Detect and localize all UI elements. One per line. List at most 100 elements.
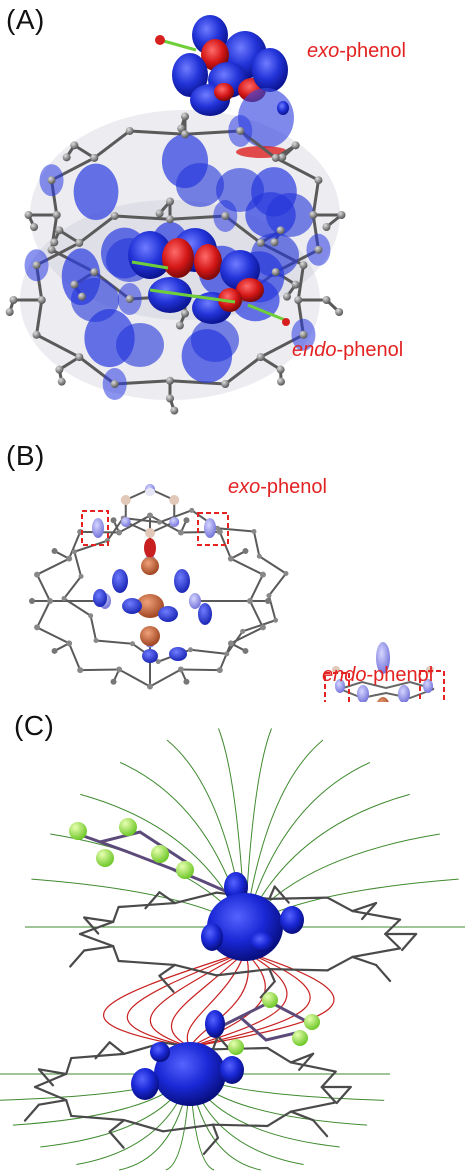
ethyl-bond (211, 1123, 220, 1139)
scaffold-bond (268, 896, 329, 900)
scaffold-bond (296, 263, 305, 302)
carbon-atom (93, 637, 99, 643)
ethyl-bond (335, 1085, 352, 1105)
carbon-atom (110, 678, 117, 685)
endo-highlight-box-left (324, 672, 350, 702)
carbon-atom (70, 280, 79, 289)
carbon-atom (322, 296, 331, 304)
scaffold-bond (223, 355, 263, 386)
carbon-atom (247, 598, 253, 604)
carbon-atom (337, 211, 346, 219)
carbon-atom (9, 296, 18, 304)
carbon-atom (270, 238, 279, 247)
field-line (170, 951, 246, 1048)
carbon-atom (240, 628, 246, 634)
scaffold-bond (158, 509, 193, 524)
carbon-atom (78, 573, 84, 579)
carbon-atom (177, 124, 186, 133)
carbon-atom (236, 126, 245, 135)
highlight-boxes (81, 510, 445, 702)
carbon-atom (62, 153, 71, 162)
endo-phenol-isosurface (128, 228, 290, 326)
scaffold-bond (267, 572, 287, 597)
carbon-atom (291, 280, 300, 289)
carbon-atom (116, 666, 123, 673)
ethyl-bond (298, 1052, 315, 1071)
scaffold-bond (36, 557, 71, 576)
panel-a-tag: (A) (6, 4, 45, 35)
carbon-atom (52, 211, 61, 219)
exo-label-prefix: exo (228, 476, 261, 498)
scaffold-bond (320, 1085, 337, 1104)
ethyl-bond (158, 963, 176, 977)
scaffold-bond (35, 333, 81, 359)
panel-c: (C) (0, 702, 468, 1171)
panel-a-molecule-graphic (5, 15, 346, 415)
carbon-atom (183, 517, 190, 524)
scaffold-bond (229, 557, 264, 576)
ethyl-bond (108, 1119, 126, 1133)
carbon-atom (75, 353, 84, 362)
phenyl-atom (120, 495, 131, 505)
scaffold-bond (36, 573, 51, 602)
scaffold-bond (118, 514, 151, 534)
carbon-atom (271, 153, 280, 162)
phenyl-atom (120, 517, 131, 527)
carbon-atom (71, 549, 77, 555)
carbon-atom (283, 570, 289, 576)
scaffold-bond (79, 668, 121, 672)
ethyl-bond (351, 901, 378, 913)
ethyl-bond (108, 1041, 126, 1055)
ethyl-bond (158, 974, 175, 993)
scaffold-bond (89, 614, 98, 642)
carbon-atom (51, 647, 58, 654)
carbon-atom (277, 377, 286, 386)
carbon-atom (294, 296, 303, 304)
panel-b-bonds (31, 488, 287, 688)
upper-copper-isosurface (201, 893, 304, 961)
scaffold-bond (128, 129, 187, 136)
ethyl-bond (37, 1068, 68, 1076)
ethyl-bond (401, 932, 418, 952)
carbon-atom (271, 268, 280, 277)
scaffold-bond (92, 129, 132, 160)
ethyl-bond (69, 949, 86, 968)
carbon-atom (129, 641, 135, 647)
scaffold-bond (351, 909, 402, 921)
scaffold-bond (326, 896, 354, 913)
panel-b-density-features (92, 488, 216, 663)
carbon-atom (88, 613, 94, 619)
scaffold-bond (63, 575, 83, 600)
carbon-atom (299, 330, 308, 339)
panel-a: (A) exo-phenol endo-phenol (0, 0, 468, 436)
carbon-atom (32, 330, 41, 339)
carbon-atom (34, 624, 41, 631)
panel-b-molecule-graphic (29, 484, 445, 702)
carbon-atom (256, 553, 262, 559)
carbon-atom (322, 223, 331, 231)
carbon-atom (5, 308, 14, 316)
panel-b-exo-label: exo-phenol (228, 476, 327, 499)
carbon-atom (155, 659, 161, 665)
scaffold-bond (149, 514, 182, 534)
carbon-atom (256, 238, 265, 247)
scaffold-bond (225, 630, 244, 655)
carbon-atom (291, 141, 300, 150)
blue-density-lobe (216, 168, 264, 212)
scaffold-bond (241, 619, 277, 633)
scaffold-bond (258, 555, 287, 575)
scaffold-bond (266, 1046, 293, 1064)
carbon-atom (227, 555, 234, 562)
carbon-atom (259, 624, 266, 631)
scaffold-bond (268, 968, 329, 972)
scaffold-bond (249, 573, 264, 602)
carbon-atom (170, 406, 179, 415)
scaffold-bond (70, 1114, 126, 1122)
scaffold-bond (77, 214, 117, 245)
scaffold-bond (35, 298, 44, 337)
scaffold-bond (249, 600, 264, 629)
ethyl-bond (351, 955, 378, 967)
scaffold-bond (266, 1110, 293, 1128)
field-line (149, 951, 246, 1048)
phenyl-atom (169, 495, 180, 505)
